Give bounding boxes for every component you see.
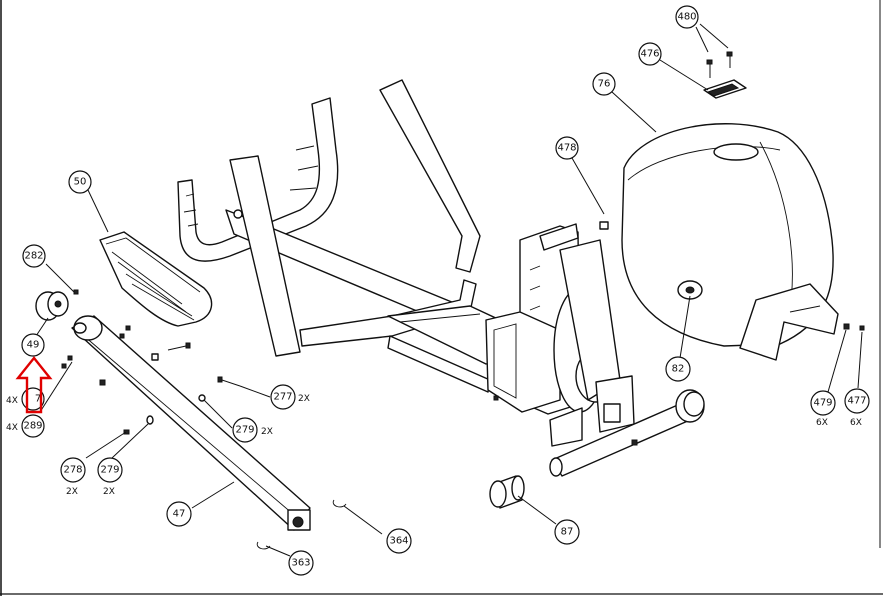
callout-480: 480 <box>675 5 699 29</box>
callout-282: 282 <box>22 244 46 268</box>
rear-stabilizer <box>549 389 705 477</box>
callout-label: 289 <box>23 421 42 432</box>
callout-label: 279 <box>100 465 119 476</box>
handlebar-left <box>177 97 339 262</box>
callout-50: 50 <box>68 170 92 194</box>
callout-479: 479 <box>810 390 836 416</box>
callout-label: 49 <box>27 340 40 351</box>
callout-label: 278 <box>63 465 82 476</box>
qty-label: 6X <box>850 418 862 428</box>
highlight-arrow <box>15 356 53 414</box>
callout-label: 480 <box>677 12 696 23</box>
callout-278: 278 <box>60 457 86 483</box>
callout-label: 279 <box>235 425 254 436</box>
callout-label: 477 <box>847 396 866 407</box>
callout-label: 363 <box>291 558 310 569</box>
callout-289: 289 <box>21 414 45 438</box>
callout-label: 7 <box>35 394 41 405</box>
callout-label: 47 <box>173 509 186 520</box>
callout-279-b: 279 <box>97 457 123 483</box>
leader-lines <box>35 23 863 557</box>
callout-87: 87 <box>554 519 580 545</box>
drive-unit <box>485 223 635 433</box>
callout-279-a: 279 <box>232 417 258 443</box>
callout-82: 82 <box>665 356 691 382</box>
qty-label: 2X <box>261 427 273 437</box>
part-478-tab <box>599 221 609 230</box>
callout-47: 47 <box>166 501 192 527</box>
callout-364: 364 <box>386 528 412 554</box>
callout-label: 478 <box>557 143 576 154</box>
qty-label: 4X <box>6 423 18 433</box>
callout-label: 76 <box>598 79 611 90</box>
roller <box>35 289 79 321</box>
callout-76: 76 <box>592 72 616 96</box>
callout-label: 87 <box>561 527 574 538</box>
pedal-arm <box>71 315 311 531</box>
qty-label: 2X <box>298 394 310 404</box>
callout-363: 363 <box>288 550 314 576</box>
top-cap <box>703 51 747 99</box>
callout-477: 477 <box>844 388 870 414</box>
pedal <box>99 231 213 327</box>
callout-label: 82 <box>672 364 685 375</box>
callout-label: 479 <box>813 398 832 409</box>
callout-49: 49 <box>21 333 45 357</box>
wheel <box>489 475 525 509</box>
qty-label: 2X <box>66 487 78 497</box>
flywheel-cover <box>621 123 839 361</box>
qty-label: 4X <box>6 396 18 406</box>
qty-label: 2X <box>103 487 115 497</box>
callout-label: 277 <box>273 392 292 403</box>
callout-label: 476 <box>640 49 659 60</box>
callout-label: 364 <box>389 536 408 547</box>
qty-label: 6X <box>816 418 828 428</box>
callout-476: 476 <box>638 42 662 66</box>
callout-277: 277 <box>270 384 296 410</box>
callout-478: 478 <box>555 136 579 160</box>
callout-label: 282 <box>24 251 43 262</box>
callout-label: 50 <box>74 177 87 188</box>
